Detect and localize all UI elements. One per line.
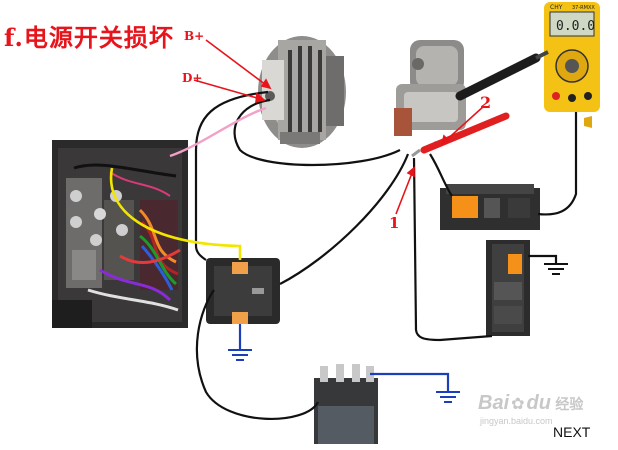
speaker-icon: [584, 116, 592, 128]
test-probes: [411, 50, 549, 158]
paw-icon: ✿: [511, 396, 525, 413]
watermark-cn: 经验: [555, 396, 584, 412]
next-button[interactable]: NEXT: [553, 424, 591, 440]
ignition-switch-lower: [486, 240, 530, 336]
annotation-arrows: [193, 39, 485, 215]
label-d-plus: D+: [182, 71, 202, 85]
ground-icon: [436, 391, 460, 403]
relay: [206, 258, 280, 324]
starter-motor: [394, 40, 466, 136]
meter-model: 37-RMXX: [572, 5, 595, 11]
label-1: 1: [389, 214, 399, 232]
alternator: [258, 36, 346, 148]
baidu-watermark: Bai✿du 经验 jingyan.baidu.com: [478, 392, 584, 426]
watermark-brand-2: du: [526, 392, 551, 414]
multimeter: CHY 37-RMXX 0.0.0: [544, 2, 600, 128]
ignition-switch-upper: [440, 184, 540, 230]
meter-brand: CHY: [550, 4, 563, 11]
bottom-switch: [314, 364, 378, 444]
fuse-box: [52, 140, 188, 328]
watermark-brand: Bai: [478, 392, 510, 414]
ground-icon: [544, 263, 568, 275]
page-title: f.电源开关损坏: [4, 23, 174, 52]
meter-reading: 0.0.0: [556, 19, 595, 34]
label-2: 2: [480, 93, 491, 112]
watermark-url: jingyan.baidu.com: [480, 416, 553, 426]
ground-icon: [228, 349, 252, 361]
wires: [109, 90, 578, 421]
label-b-plus: B+: [184, 29, 204, 43]
